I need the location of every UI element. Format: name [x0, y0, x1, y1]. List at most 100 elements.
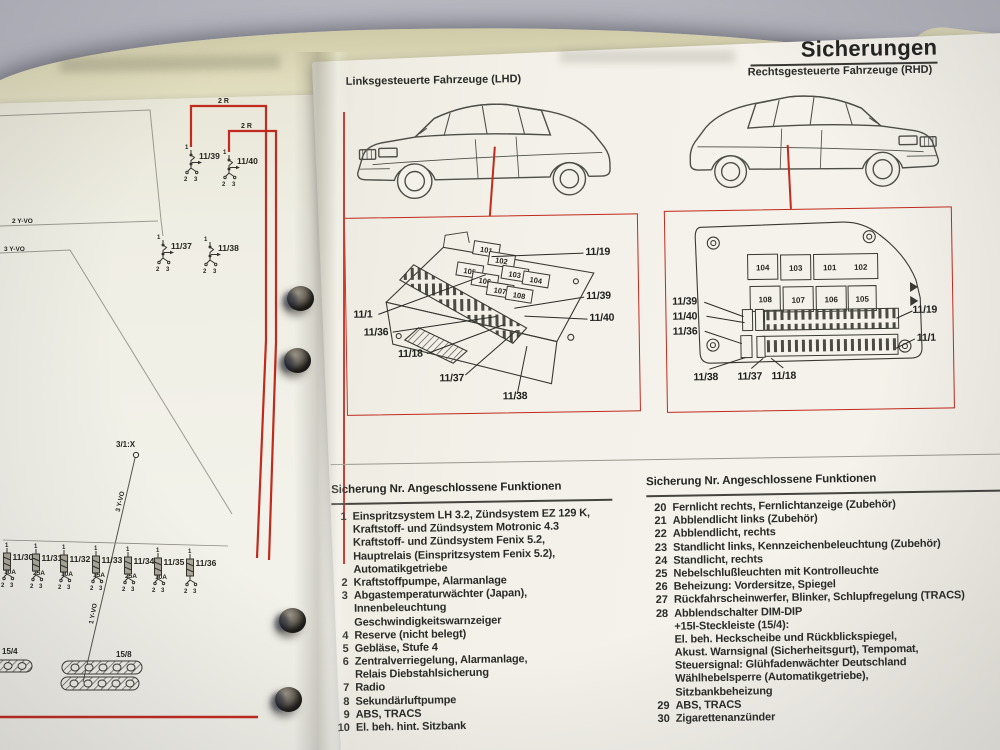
svg-text:11/31: 11/31: [42, 553, 63, 563]
svg-text:25A: 25A: [33, 570, 45, 577]
callout-label: 11/40: [589, 311, 615, 325]
svg-text:107: 107: [791, 296, 805, 305]
lhd-heading: Linksgesteuerte Fahrzeuge (LHD): [345, 73, 522, 88]
list-rule-right: [646, 489, 1000, 497]
fuse-function-text: Abblendlicht links (Zubehör): [672, 512, 818, 527]
fuse-number: 3: [341, 590, 348, 603]
fuse-function-text: Gebläse, Stufe 4: [354, 641, 438, 655]
svg-text:11/35: 11/35: [164, 557, 185, 567]
fuse-number: 26: [655, 580, 668, 594]
svg-text:106: 106: [824, 295, 838, 304]
wire-label-2r: 2 R: [241, 123, 252, 130]
svg-text:105: 105: [855, 295, 869, 304]
svg-text:11/32: 11/32: [70, 554, 91, 564]
svg-text:104: 104: [756, 263, 770, 272]
lhd-fusebox-drawing: 101 102 105 106 103 104 107 108: [378, 231, 595, 393]
svg-text:11/36: 11/36: [196, 558, 217, 568]
callout-label: 11/36: [363, 326, 389, 339]
callout-label: 11/1: [916, 331, 936, 344]
fuse-number: 10: [337, 721, 350, 735]
list-header-right: Sicherung Nr. Angeschlossene Funktionen: [645, 472, 877, 489]
fuse-row: 11/30 10A 11/31 25A 11/32 10A 11/33 15A …: [0, 542, 217, 596]
fuse-number: 25: [655, 567, 668, 580]
fuse-function-text: Geschwindigkeitswarnzeiger: [354, 613, 502, 629]
svg-text:108: 108: [512, 290, 526, 301]
rhd-callout-leaders: [704, 301, 916, 370]
svg-text:10A: 10A: [61, 571, 73, 578]
fuse-function-text: Radio: [355, 681, 386, 695]
callout-label: 11/39: [586, 289, 611, 303]
binder-post: [287, 286, 314, 311]
list-rule-left: [331, 498, 613, 505]
callout-label: 11/1: [353, 308, 373, 321]
svg-text:101: 101: [823, 263, 837, 272]
callout-label: 11/37: [737, 370, 763, 383]
rhd-fusebox-panel: 104 103 101 102 108 107 106 105: [663, 206, 955, 413]
wire-label: 2 Y-VO: [12, 218, 33, 225]
binder-post: [284, 348, 311, 373]
svg-text:25A: 25A: [125, 573, 137, 580]
rhd-relay-labels: 104 103 101 102 108 107 106 105: [756, 263, 870, 305]
connector-strip-15-8: [60, 660, 143, 691]
svg-text:11/30: 11/30: [13, 552, 34, 562]
svg-text:104: 104: [529, 275, 544, 286]
fuse-number: 21: [654, 515, 667, 528]
diagonal-wire: [82, 457, 136, 683]
schematic-frame-lines: [0, 109, 233, 515]
connector-strip-15-4: [0, 659, 33, 673]
fuse-number: 24: [654, 554, 668, 567]
fuse-label: 11/37: [171, 241, 192, 251]
fuse-number: 7: [343, 682, 350, 695]
wire-label-rotated: 1 Y-VO: [88, 603, 99, 625]
wiring-diagram: 1 2 3 1 2: [0, 98, 345, 719]
fuse-function-text: Sitzbankbeheizung: [675, 684, 773, 699]
svg-text:11/34: 11/34: [134, 556, 155, 566]
fuse-function-text: El. beh. hint. Sitzbank: [355, 720, 467, 734]
lhd-callout-leaders: [378, 252, 588, 393]
svg-text:102: 102: [495, 255, 509, 266]
wire-label-rotated: 3 Y-VO: [115, 491, 127, 513]
fuse-number: 22: [654, 528, 667, 541]
section-divider: [330, 453, 1000, 466]
callout-label: 11/38: [693, 371, 719, 384]
fuse-number: 23: [654, 541, 668, 554]
fuse-label: 11/38: [218, 243, 239, 253]
binder-post: [275, 687, 302, 712]
svg-text:105: 105: [463, 266, 477, 277]
connector-node: [132, 451, 140, 459]
wire-label: 3 Y-VO: [4, 246, 25, 253]
fuse-function-text: Sekundärluftpumpe: [355, 693, 457, 708]
fuse-number: 1: [340, 510, 347, 523]
svg-text:103: 103: [508, 269, 522, 280]
lhd-car-drawing: [355, 101, 612, 200]
wire-label-2r: 2 R: [218, 98, 229, 105]
fuse-function-text: Relais Diebstahlsicherung: [354, 666, 489, 682]
fuse-function-text: Zigarettenanzünder: [675, 711, 776, 725]
fuse-number: 30: [657, 712, 670, 726]
svg-text:15A: 15A: [93, 572, 105, 579]
callout-label: 11/39: [672, 295, 698, 308]
callout-label: 11/18: [771, 369, 797, 383]
callout-label: 11/37: [439, 372, 465, 385]
connector-label: 15/4: [2, 647, 18, 656]
fuse-number: 20: [654, 501, 667, 515]
svg-text:10A: 10A: [155, 574, 167, 581]
fuse-number: 6: [342, 655, 349, 669]
callout-label: 11/18: [397, 347, 423, 361]
rhd-car-drawing: [688, 93, 940, 190]
fuse-function-text: Reserve (nicht belegt): [354, 627, 467, 642]
rhd-relay-pads: [747, 253, 879, 313]
fuse-bus-line: [2, 539, 229, 547]
rhd-fuse-strips: [740, 307, 900, 359]
callout-label: 11/36: [672, 325, 698, 338]
page-title: Sicherungen: [800, 34, 938, 62]
fuse-number: 29: [657, 699, 670, 712]
fuse-label: 11/40: [237, 156, 258, 166]
svg-text:107: 107: [493, 286, 507, 297]
connector-label: 3/1:X: [116, 440, 136, 449]
svg-text:106: 106: [478, 276, 492, 287]
fuse-function-text: ABS, TRACS: [355, 707, 422, 721]
